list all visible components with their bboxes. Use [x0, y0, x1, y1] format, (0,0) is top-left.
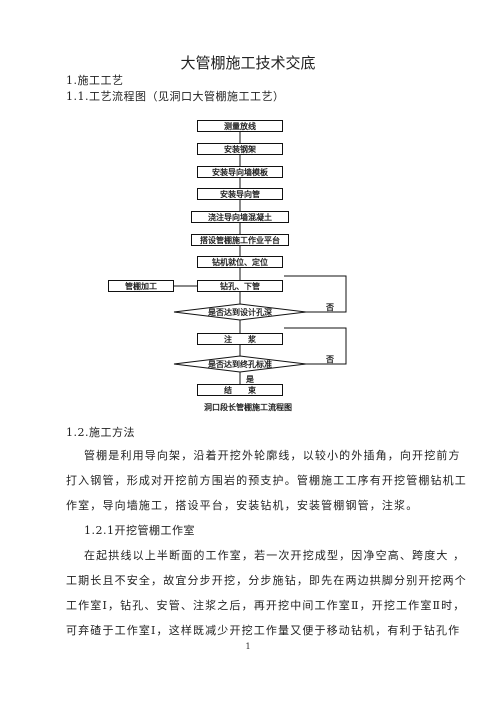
decision-2-label: 是否达到终孔标准 — [208, 360, 272, 369]
heading-1-1: 1.1.工艺流程图（见洞口大管棚施工工艺） — [66, 90, 285, 103]
heading-1-2-1: 1.2.1开挖管棚工作室 — [84, 524, 195, 537]
flow-step-drilling: 钻孔、下管 — [197, 280, 283, 292]
flow-step-grouting: 注 浆 — [197, 333, 283, 345]
page-title: 大管棚施工技术交底 — [180, 54, 316, 72]
flow-step-survey: 测量放线 — [197, 120, 283, 132]
decision-1-no: 否 — [326, 303, 334, 312]
page-number: 1 — [245, 642, 251, 651]
flow-step-pipe-processing: 管棚加工 — [108, 280, 174, 292]
heading-1-2: 1.2.施工方法 — [66, 426, 135, 439]
figure-caption: 洞口段长管棚施工流程图 — [204, 403, 292, 412]
decision-diamond-2 — [173, 355, 307, 373]
flow-step-platform: 搭设管棚施工作业平台 — [191, 234, 289, 246]
flow-step-steel-frame: 安装钢架 — [197, 143, 283, 155]
flow-step-drill-position: 钻机就位、定位 — [197, 256, 283, 268]
paragraph-1-line: 作室，导向墙施工，搭设平台，安装钻机，安装管棚钢管，注浆。 — [66, 499, 419, 512]
paragraph-2-line: 工作室Ⅰ，钻孔、安管、注浆之后，再开挖中间工作室Ⅱ，开挖工作室Ⅱ时， — [66, 599, 466, 612]
heading-1: 1.施工工艺 — [66, 74, 124, 87]
decision-1-label: 是否达到设计孔深 — [208, 308, 272, 317]
flow-step-formwork: 安装导向墙模板 — [197, 166, 283, 178]
paragraph-2-line: 工期长且不安全，故宜分步开挖，分步施钻，即先在两边拱脚分别开挖两个 — [66, 574, 467, 587]
flow-step-end: 结 束 — [197, 384, 283, 396]
paragraph-2-line: 可弃碴于工作室Ⅰ，这样既减少开挖工作量又便于移动钻机，有利于钻孔作 — [66, 624, 461, 637]
flow-step-guide-pipe: 安装导向管 — [197, 188, 283, 200]
paragraph-1-line: 打入钢管，形成对开挖前方围岩的预支护。管棚施工工序有开挖管棚钻机工 — [66, 474, 467, 487]
flow-step-pour-concrete: 浇注导向墙混凝土 — [191, 211, 289, 223]
decision-2-yes: 是 — [246, 375, 254, 384]
paragraph-1-line: 管棚是利用导向架，沿着开挖外轮廓线，以较小的外插角，向开挖前方 — [84, 449, 461, 462]
paragraph-2-line: 在起拱线以上半断面的工作室，若一次开挖成型，因净空高、跨度大 ， — [84, 549, 466, 562]
decision-2-no: 否 — [326, 355, 334, 364]
decision-diamond-1 — [173, 303, 307, 321]
